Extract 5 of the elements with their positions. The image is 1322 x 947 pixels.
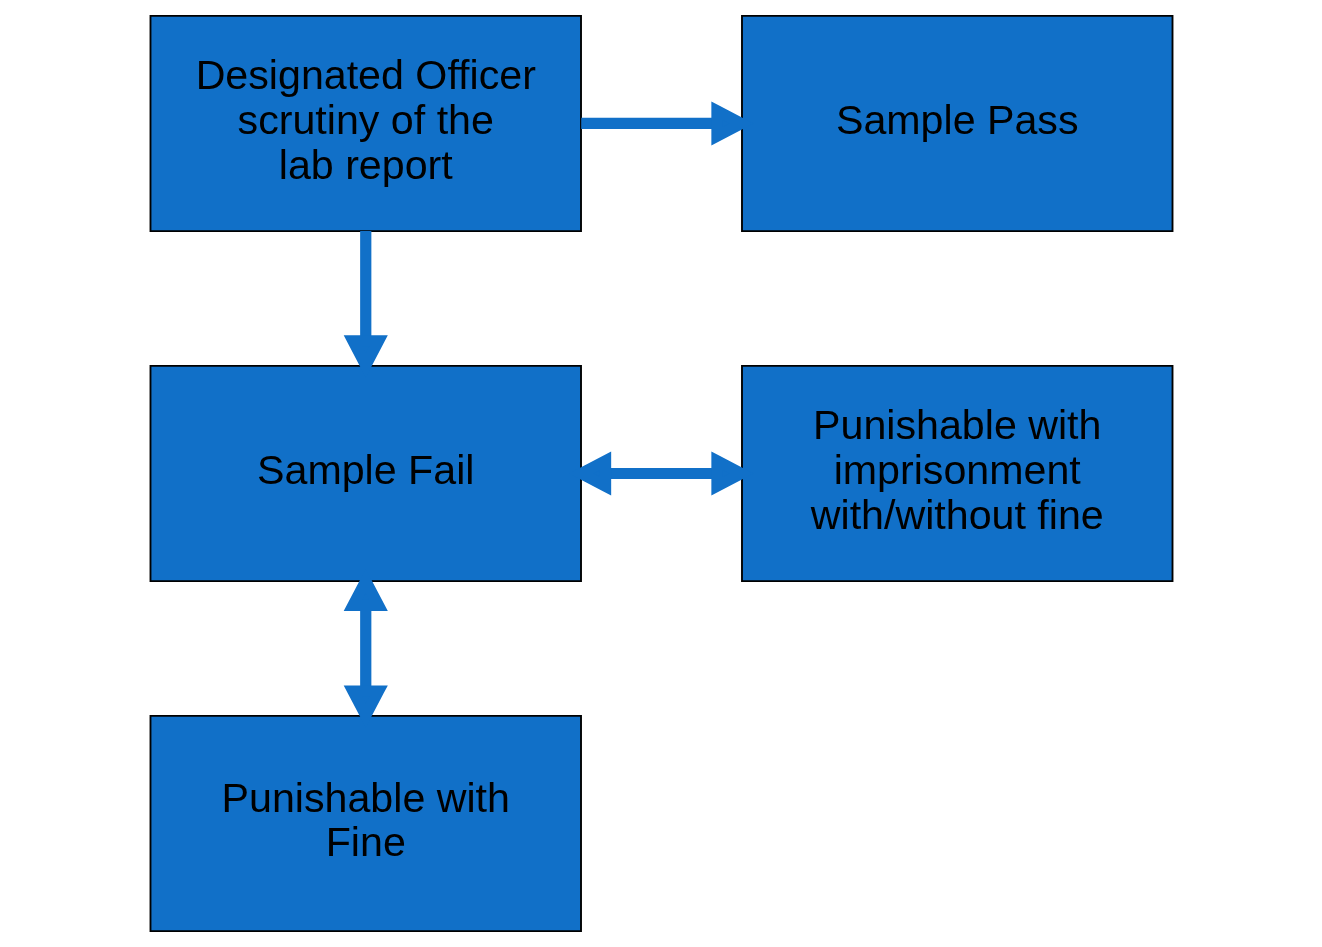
node-box: Designated Officer scrutiny of the lab report [149,14,582,233]
node-box: Sample Fail [149,364,582,583]
node-box: Punishable with Fine [149,714,582,933]
node-box: Punishable with imprisonment with/without fine [740,364,1173,583]
node-box: Sample Pass [740,14,1173,233]
